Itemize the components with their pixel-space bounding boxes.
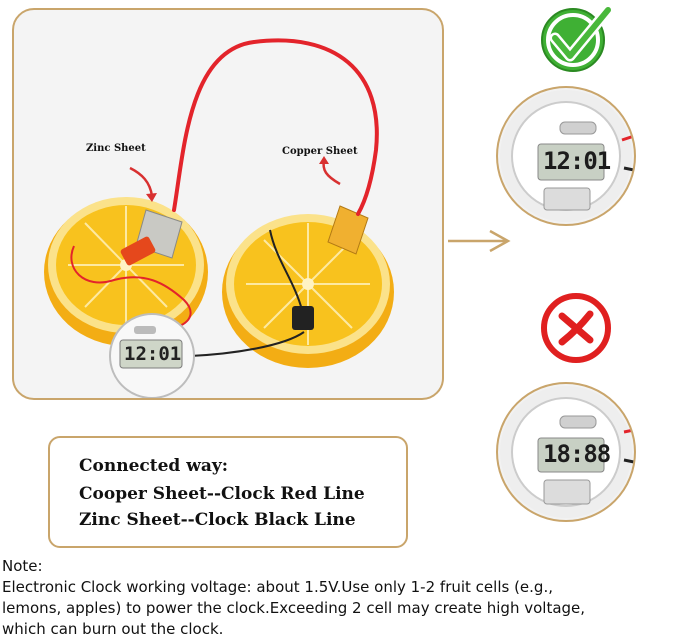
red-clip <box>70 236 192 329</box>
connection-info-box: Connected way: Cooper Sheet--Clock Red L… <box>48 436 408 548</box>
note-line-1: Electronic Clock working voltage: about … <box>2 578 553 596</box>
note-heading: Note: <box>2 557 43 575</box>
info-title: Connected way: <box>79 456 229 476</box>
correct-clock-view: 12:01 <box>496 86 636 226</box>
zinc-label: Zinc Sheet <box>86 143 146 154</box>
red-wire <box>172 38 379 216</box>
info-line-zinc: Zinc Sheet--Clock Black Line <box>79 510 356 530</box>
correct-clock-display: 12:01 <box>543 147 611 175</box>
cross-mark-icon <box>541 293 611 363</box>
info-line-copper: Cooper Sheet--Clock Red Line <box>79 484 365 504</box>
check-mark-icon <box>541 4 614 72</box>
right-arrow-icon <box>448 229 511 253</box>
note-line-3: which can burn out the clock. <box>2 620 224 638</box>
small-clock <box>109 313 195 398</box>
experiment-photo: Zinc Sheet Copper Sheet 12:01 <box>12 8 444 400</box>
incorrect-clock-display: 18:88 <box>543 440 611 468</box>
copper-label: Copper Sheet <box>282 146 358 157</box>
small-clock-display: 12:01 <box>124 343 182 365</box>
right-lemon-half <box>222 214 394 368</box>
note-line-2: lemons, apples) to power the clock.Excee… <box>2 599 586 617</box>
incorrect-clock-view: 18:88 <box>496 382 636 522</box>
black-clip <box>189 229 314 357</box>
